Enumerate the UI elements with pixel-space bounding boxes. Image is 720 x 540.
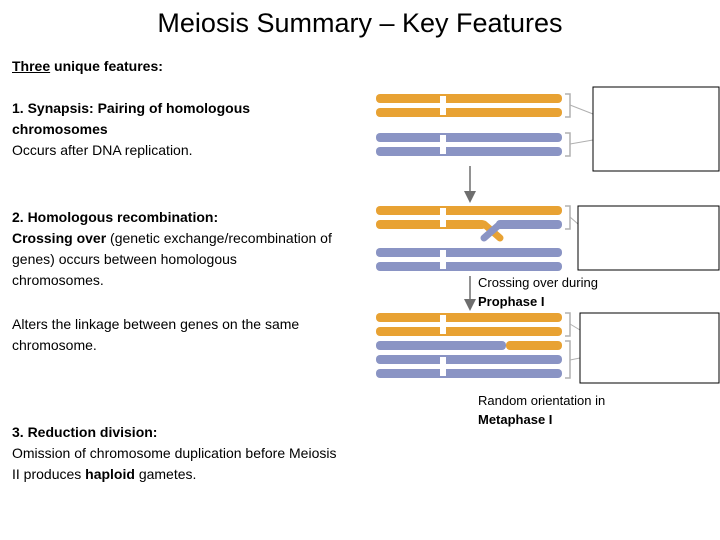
blue-chromosome xyxy=(376,133,562,156)
feature1-heading: 1. Synapsis: Pairing of homologous chrom… xyxy=(12,100,251,137)
random-caption-line1: Random orientation in xyxy=(478,393,606,408)
crossing-over-caption: Crossing over during Prophase I xyxy=(478,273,598,311)
synapsis-label-box xyxy=(592,86,720,172)
feature2-heading: 2. Homologous recombination: xyxy=(12,209,219,225)
feature2-block: 2. Homologous recombination: Crossing ov… xyxy=(12,207,332,291)
intro-heading: Three unique features: xyxy=(12,56,163,77)
feature1-note: Occurs after DNA replication. xyxy=(12,142,193,158)
feature2-linkage-note: Alters the linkage between genes on the … xyxy=(12,316,300,353)
recombined-chromosome-pair xyxy=(376,312,581,379)
feature3-body: Omission of chromosome duplication befor… xyxy=(12,443,347,485)
feature3-block: 3. Reduction division: Omission of chrom… xyxy=(12,422,347,485)
crossing-caption-line2: Prophase I xyxy=(478,294,545,309)
random-orientation-label-box xyxy=(579,312,720,384)
feature2-body: Crossing over (genetic exchange/recombin… xyxy=(12,228,332,291)
synapsis-chromosome-pair xyxy=(376,93,594,157)
crossing-over-label-box xyxy=(577,205,720,271)
crossing-over-chromosome-pair xyxy=(376,205,579,271)
random-orientation-caption: Random orientation in Metaphase I xyxy=(478,391,605,429)
feature1-block: 1. Synapsis: Pairing of homologous chrom… xyxy=(12,98,312,161)
random-caption-line2: Metaphase I xyxy=(478,412,553,427)
feature2-term: Crossing over xyxy=(12,230,107,246)
crossing-caption-line1: Crossing over during xyxy=(478,275,598,290)
intro-underlined: Three xyxy=(12,58,51,74)
page-title: Meiosis Summary – Key Features xyxy=(157,8,563,38)
feature3-term: haploid xyxy=(85,466,135,482)
feature3-text-after: gametes. xyxy=(134,466,197,482)
feature3-heading: 3. Reduction division: xyxy=(12,424,158,440)
orange-chromosome xyxy=(376,94,562,117)
feature2-text: (genetic exchange/recombination of genes… xyxy=(12,230,332,288)
intro-rest: unique features: xyxy=(50,58,163,74)
feature3-text-before: Omission of chromosome duplication befor… xyxy=(12,445,337,482)
